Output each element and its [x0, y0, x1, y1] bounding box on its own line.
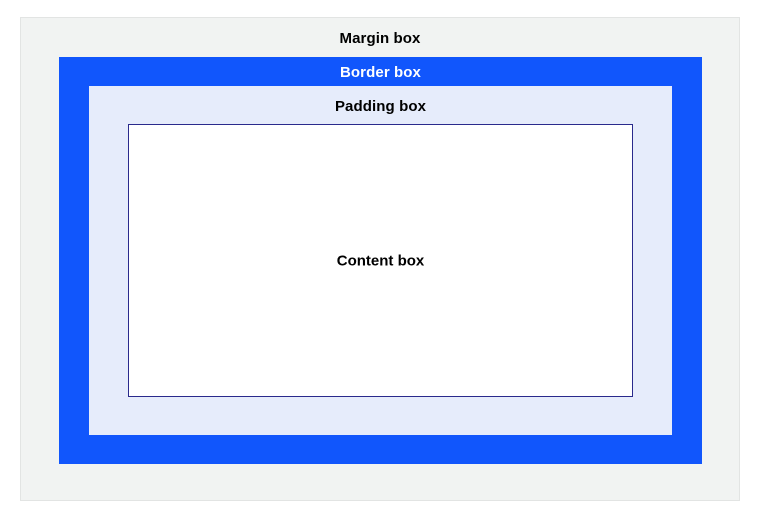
- border-box-label: Border box: [339, 64, 421, 81]
- padding-box: Padding box Content box: [89, 86, 672, 435]
- content-box-label: Content box: [336, 252, 425, 269]
- content-box: Content box: [128, 124, 633, 397]
- padding-box-label: Padding box: [334, 98, 427, 115]
- border-box: Border box Padding box Content box: [59, 57, 702, 464]
- margin-box-label: Margin box: [339, 30, 421, 47]
- margin-box: Margin box Border box Padding box Conten…: [20, 17, 740, 501]
